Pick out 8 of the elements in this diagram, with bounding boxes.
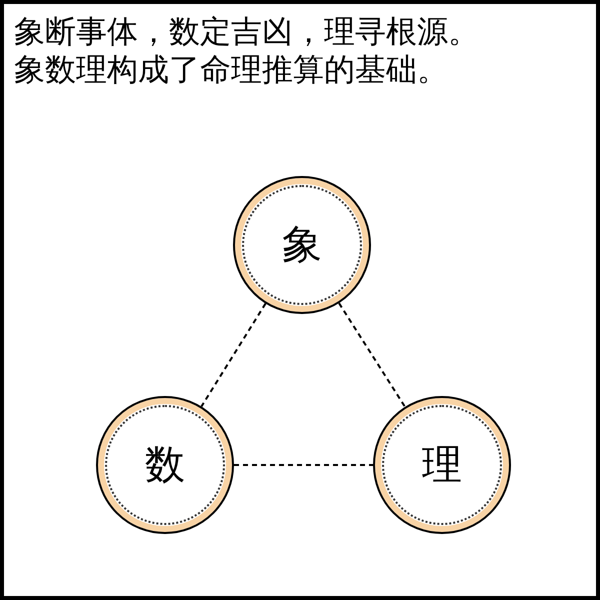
heading-text: 象数理构成了命理推算的基础。: [14, 52, 448, 88]
character-label: 理: [422, 443, 462, 487]
connector-line: [234, 464, 373, 466]
character-label: 数: [145, 443, 185, 487]
connector-line: [200, 303, 266, 407]
heading-text: 象断事体，数定吉凶，理寻根源。: [14, 14, 479, 50]
character-label: 象: [282, 223, 322, 267]
connector-line: [338, 302, 406, 408]
